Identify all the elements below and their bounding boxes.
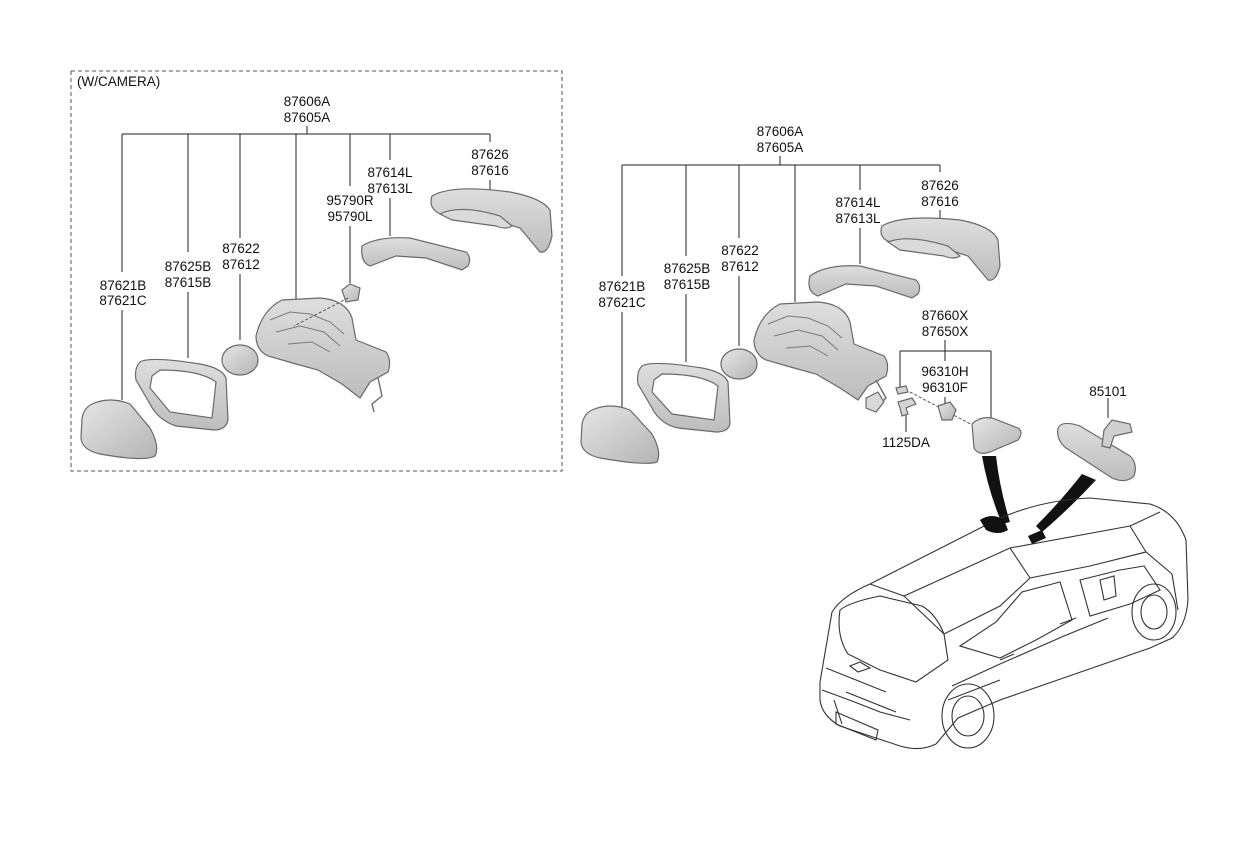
cg-cover-cap [430, 188, 553, 253]
cg-camera-label-2: 95790L [327, 209, 373, 224]
cg-mirror-holder [134, 358, 229, 431]
sg-side-lamp [808, 265, 921, 299]
cg-cover-label-1: 87626 [471, 147, 509, 162]
sg-actuator-label-1: 87622 [721, 243, 759, 258]
sg-holder-label-1: 87625B [664, 261, 711, 276]
sg-holder-label-2: 87615B [664, 277, 711, 292]
sg-assembly-label-1: 87606A [757, 124, 804, 139]
cg-harness [371, 377, 383, 413]
standard-group: 87606A 87605A 87621B 8 [580, 124, 1136, 532]
sg-tweeter-label-1: 96310H [921, 364, 968, 379]
vehicle-side-mirror-marker [980, 516, 1008, 533]
pointer-to-side-mirror [982, 456, 1010, 524]
sg-tweeter [937, 401, 957, 421]
cg-assembly-label-2: 87605A [284, 110, 331, 125]
cg-housing-detail [269, 311, 345, 353]
cg-camera-dash [293, 297, 349, 327]
inside-mirror [1057, 422, 1136, 482]
sg-glass-label-1: 87621B [599, 279, 646, 294]
sg-screw-2 [895, 385, 909, 395]
sg-triangle-cover [971, 417, 1022, 454]
inside-mirror-stem [1101, 419, 1133, 449]
camera-group-frame [70, 70, 563, 472]
sg-screw-label: 1125DA [882, 435, 930, 450]
sg-actuator-label-2: 87612 [721, 259, 759, 274]
cg-glass-label-1: 87621B [100, 278, 147, 293]
cg-actuator [221, 344, 259, 376]
sg-leader-lines [621, 156, 1109, 432]
cg-cover-label-2: 87616 [471, 163, 509, 178]
pointer-to-inside-mirror [1036, 474, 1096, 532]
sg-cover-cap [880, 217, 1001, 281]
camera-group: (W/CAMERA) 87606A 87605A 87621B 87621C 8… [70, 70, 563, 472]
sg-lamp-label-2: 87613L [835, 211, 881, 226]
sg-triangle-cover-label-1: 87660X [922, 308, 969, 323]
sg-cover-label-1: 87626 [921, 178, 959, 193]
cg-camera-label-1: 95790R [326, 193, 374, 208]
cg-holder-label-1: 87625B [165, 259, 212, 274]
cg-actuator-label-1: 87622 [222, 241, 260, 256]
sg-tweeter-dash [909, 391, 979, 429]
sg-cover-label-2: 87616 [921, 194, 959, 209]
sg-cover-trim [886, 238, 962, 259]
cg-camera [341, 283, 361, 303]
cg-holder-label-2: 87615B [165, 275, 212, 290]
sg-screw [897, 397, 917, 417]
camera-group-heading: (W/CAMERA) [77, 74, 160, 89]
sg-actuator [720, 348, 758, 380]
sg-mirror-glass [580, 405, 660, 464]
cg-lamp-label-1: 87614L [367, 165, 413, 180]
cg-actuator-label-2: 87612 [222, 257, 260, 272]
sg-housing-detail [767, 315, 843, 357]
cg-cover-trim [438, 208, 514, 229]
sg-assembly-label-2: 87605A [757, 140, 804, 155]
sg-lamp-label-1: 87614L [835, 195, 881, 210]
sg-mirror-housing [753, 301, 889, 401]
sg-triangle-cover-label-2: 87650X [922, 324, 969, 339]
cg-lamp-label-2: 87613L [367, 181, 413, 196]
cg-leader-lines [121, 126, 491, 400]
cg-assembly-label-1: 87606A [284, 94, 331, 109]
cg-mirror-glass [80, 399, 158, 460]
cg-glass-label-2: 87621C [99, 293, 147, 308]
sg-mirror-holder [636, 362, 731, 433]
cg-side-lamp [361, 237, 471, 271]
sg-tweeter-label-2: 96310F [922, 380, 968, 395]
inside-mirror-label: 85101 [1089, 384, 1127, 399]
sg-bracket-lower [865, 391, 885, 413]
sg-glass-label-2: 87621C [598, 295, 646, 310]
vehicle-illustration [819, 497, 1189, 750]
vehicle-inside-mirror-marker [1028, 530, 1046, 544]
